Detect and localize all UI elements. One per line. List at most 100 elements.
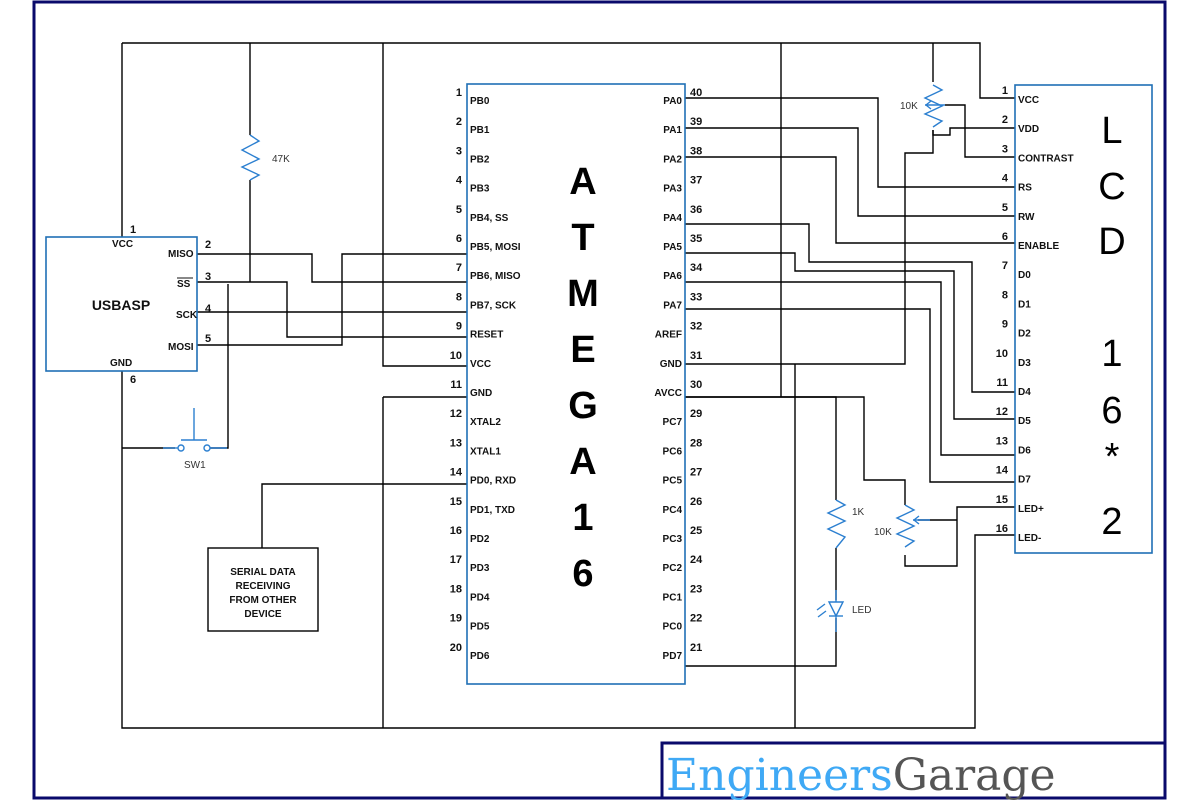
lcd-title-char: C [1098,166,1125,208]
mcu-pin-number: 10 [450,350,462,362]
switch-sw1[interactable]: SW1 [163,408,227,471]
mcu-pin-number: 5 [456,204,462,216]
usbasp-pin-name: GND [110,358,132,369]
mcu-pin-number: 16 [450,525,462,537]
lcd-pin-label: LED- [1018,533,1041,544]
mcu-pin-label: PA5 [663,242,682,253]
usbasp-pin-num: 4 [205,303,212,315]
usbasp-pin-name: MISO [168,249,194,260]
mcu-pin-label: PC7 [663,417,683,428]
mcu-pin-label: PC0 [663,622,683,633]
logo-part1: Engineers [666,750,893,800]
lcd-pin-label: RS [1018,183,1032,194]
usbasp-pin-num: 5 [205,333,211,345]
lcd-title-char: L [1101,110,1122,152]
mcu-pin-number: 40 [690,87,702,99]
mcu-title-char: T [571,217,594,259]
mcu-pin-label: PA1 [663,125,682,136]
mcu-pin-number: 26 [690,496,702,508]
mcu-pin-label: PB1 [470,125,490,136]
lcd-16x2: 1VCC2VDD3CONTRAST4RS5RW6ENABLE7D08D19D21… [996,84,1153,554]
mcu-pin-label: PC6 [663,446,683,457]
mcu-pin-label: PA4 [663,213,682,224]
lcd-title-char: 1 [1101,333,1122,375]
serial-box-line: RECEIVING [235,581,290,592]
mcu-title-char: M [567,273,599,315]
usbasp-pin-name: MOSI [168,342,194,353]
lcd-pin-number: 13 [996,435,1008,447]
lcd-pin-number: 12 [996,406,1008,418]
lcd-pin-label: D1 [1018,299,1031,310]
usbasp-pin-num: 3 [205,271,211,283]
mcu-pin-number: 3 [456,145,462,157]
lcd-pin-number: 16 [996,523,1008,535]
mcu-pin-number: 25 [690,525,702,537]
lcd-pin-label: VDD [1018,124,1039,135]
lcd-pin-number: 4 [1002,173,1009,185]
lcd-pin-label: RW [1018,212,1035,223]
mcu-pin-label: XTAL2 [470,417,501,428]
lcd-pins: 1VCC2VDD3CONTRAST4RS5RW6ENABLE7D08D19D21… [996,85,1074,544]
mcu-pin-label: PC1 [663,592,683,603]
lcd-title-char: * [1105,436,1120,478]
mcu-pin-number: 35 [690,233,702,245]
mcu-pin-label: PC4 [663,505,683,516]
lcd-pin-label: VCC [1018,95,1039,106]
resistor-label: 1K [852,507,865,518]
usbasp-pin-name: SCK [176,310,198,321]
usbasp-pin-name: VCC [112,239,133,250]
serial-box-line: SERIAL DATA [230,567,296,578]
usbasp-title: USBASP [92,297,150,313]
lcd-pin-number: 15 [996,494,1008,506]
mcu-pin-number: 13 [450,437,462,449]
lcd-pin-number: 7 [1002,260,1008,272]
mcu-pin-label: PB4, SS [470,213,509,224]
logo-text: EngineersGarage [666,750,1056,800]
lcd-pin-number: 14 [996,465,1009,477]
lcd-pin-label: D0 [1018,270,1031,281]
mcu-pin-number: 9 [456,321,462,333]
mcu-pin-label: PD3 [470,563,490,574]
mcu-pin-label: PB5, MOSI [470,242,521,253]
lcd-pin-number: 8 [1002,289,1008,301]
mcu-pin-number: 11 [450,379,462,391]
lcd-pin-label: D3 [1018,358,1031,369]
mcu-pin-number: 19 [450,613,462,625]
mcu-pin-number: 38 [690,145,702,157]
potentiometer-backlight: 10K [874,504,930,548]
mcu-pin-number: 4 [456,175,463,187]
mcu-pin-label: PD7 [663,651,683,662]
lcd-title-char: 6 [1101,390,1122,432]
lcd-title-char: D [1098,221,1125,263]
serial-data-box: SERIAL DATA RECEIVING FROM OTHER DEVICE [207,547,319,632]
mcu-pin-label: PC5 [663,476,683,487]
mcu-pin-number: 20 [450,642,462,654]
mcu-pin-label: PD1, TXD [470,505,515,516]
resistor-1k: 1K [826,499,865,549]
mcu-pin-number: 24 [690,554,703,566]
led-label: LED [852,605,871,616]
usbasp-pin-num: 1 [130,224,136,236]
switch-label: SW1 [184,460,206,471]
mcu-pin-label: RESET [470,330,503,341]
mcu-pin-number: 7 [456,262,462,274]
mcu-pin-label: PB6, MISO [470,271,521,282]
mcu-pin-number: 31 [690,350,702,362]
mcu-pin-label: PA3 [663,184,682,195]
mcu-title-char: A [569,161,596,203]
serial-box-line: FROM OTHER [229,595,297,606]
mcu-title-char: 6 [572,553,593,595]
mcu-pin-label: AVCC [654,388,682,399]
lcd-pin-label: D6 [1018,445,1031,456]
mcu-pin-label: PD4 [470,592,490,603]
lcd-pin-label: D5 [1018,416,1031,427]
lcd-pin-number: 6 [1002,231,1008,243]
mcu-pin-label: PA6 [663,271,682,282]
engineersgarage-logo: EngineersGarage [660,741,1167,800]
lcd-pin-number: 5 [1002,202,1008,214]
usbasp-pin-num: 2 [205,239,211,251]
mcu-title-char: A [569,441,596,483]
mcu-pin-label: PD0, RXD [470,476,516,487]
